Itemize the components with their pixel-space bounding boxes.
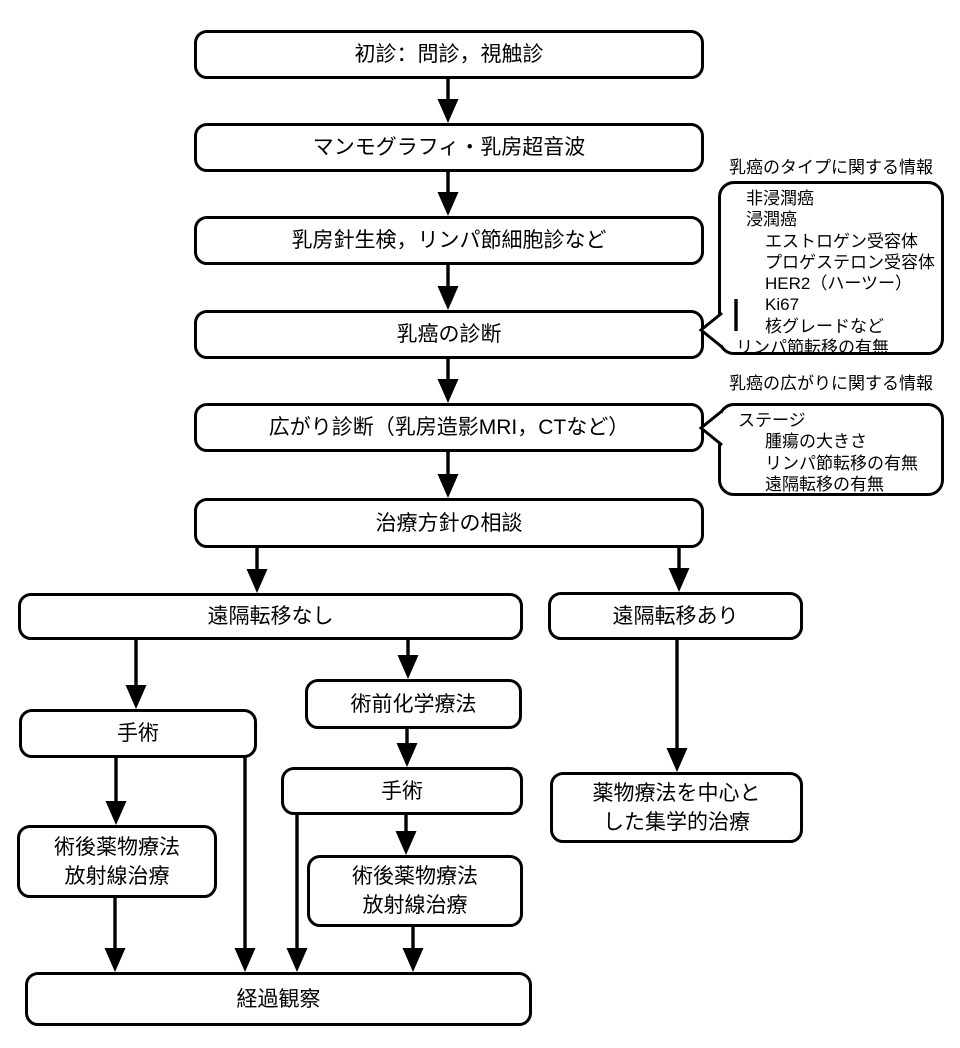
node-cancer-diagnosis: 乳癌の診断 xyxy=(194,310,704,359)
arrow-consultation-to-no-metastasis xyxy=(246,548,268,593)
arrow-surgery-to-postop-left xyxy=(105,758,127,825)
node-distant-metastasis-label: 遠隔転移あり xyxy=(612,604,739,628)
arrow-postop-left-to-followup xyxy=(104,898,126,972)
arrow-surgery-after-chemo-to-followup xyxy=(286,815,308,972)
callout-line: 腫瘍の大きさ xyxy=(765,432,867,452)
node-mammography-ultrasound: マンモグラフィ・乳房超音波 xyxy=(194,123,704,172)
callout-line: 非浸潤癌 xyxy=(746,189,814,208)
callout-line: 遠隔転移の有無 xyxy=(765,474,884,494)
node-preoperative-chemotherapy-label: 術前化学療法 xyxy=(350,692,477,716)
node-needle-biopsy: 乳房針生検，リンパ節細胞診など xyxy=(194,216,704,265)
arrow-imaging-to-biopsy xyxy=(437,172,459,216)
node-distant-metastasis: 遠隔転移あり xyxy=(548,592,803,640)
node-no-distant-metastasis: 遠隔転移なし xyxy=(18,593,523,640)
arrow-spread-to-consultation xyxy=(437,452,459,498)
node-preoperative-chemotherapy: 術前化学療法 xyxy=(305,679,522,729)
arrow-biopsy-to-diagnosis xyxy=(437,265,459,310)
node-follow-up-label: 経過観察 xyxy=(236,987,321,1011)
arrow-consultation-to-metastasis xyxy=(668,548,690,592)
node-surgery-after-chemo: 手術 xyxy=(281,767,523,815)
callout-line: リンパ節転移の有無 xyxy=(736,338,889,358)
node-needle-biopsy-label: 乳房針生検，リンパ節細胞診など xyxy=(291,229,607,252)
callout-line: Ki67 xyxy=(765,295,800,315)
arrow-metastasis-to-multidisciplinary xyxy=(666,640,688,772)
node-postop-therapy-left-label: 術後薬物療法 放射線治療 xyxy=(54,835,180,888)
node-spread-diagnosis: 広がり診断（乳房造影MRI，CTなど） xyxy=(194,403,704,452)
node-spread-diagnosis-label: 広がり診断（乳房造影MRI，CTなど） xyxy=(268,416,630,439)
arrow-preop-chemo-to-surgery xyxy=(396,729,418,767)
node-postop-therapy-right: 術後薬物療法 放射線治療 xyxy=(307,855,523,927)
node-surgery-after-chemo-label: 手術 xyxy=(381,779,423,803)
callout-line: リンパ節転移の有無 xyxy=(765,453,918,473)
node-multidisciplinary-treatment: 薬物療法を中心と した集学的治療 xyxy=(550,772,803,843)
callout-line: 浸潤癌 xyxy=(746,210,797,230)
node-first-visit: 初診：問診，視触診 xyxy=(194,30,704,79)
callout-line: プロゲステロン受容体 xyxy=(765,252,935,272)
callout-spread-box: ステージ 腫瘍の大きさ リンパ節転移の有無 遠隔転移の有無 xyxy=(718,403,944,496)
callout-type-title: 乳癌のタイプに関する情報 xyxy=(729,158,933,177)
node-postop-therapy-right-label: 術後薬物療法 放射線治療 xyxy=(352,865,478,917)
arrow-first-visit-to-imaging xyxy=(437,79,459,123)
callout-line: HER2（ハーツー） xyxy=(765,274,913,294)
node-cancer-diagnosis-label: 乳癌の診断 xyxy=(396,323,502,346)
node-surgery-primary-label: 手術 xyxy=(117,722,159,745)
node-first-visit-label: 初診：問診，視触診 xyxy=(354,43,544,66)
node-surgery-primary: 手術 xyxy=(19,709,257,758)
arrow-no-metastasis-to-preop-chemo xyxy=(397,640,419,679)
node-no-distant-metastasis-label: 遠隔転移なし xyxy=(207,605,334,628)
callout-line: 核グレードなど xyxy=(765,316,884,336)
node-postop-therapy-left: 術後薬物療法 放射線治療 xyxy=(17,825,217,898)
node-multidisciplinary-treatment-label: 薬物療法を中心と した集学的治療 xyxy=(592,781,761,834)
callout-spread-title: 乳癌の広がりに関する情報 xyxy=(729,374,933,393)
node-treatment-consultation-label: 治療方針の相談 xyxy=(375,511,523,535)
callout-line: ステージ xyxy=(738,411,806,430)
callout-type-box: 非浸潤癌 浸潤癌 エストロゲン受容体 プロゲステロン受容体 HER2（ハーツー）… xyxy=(718,181,944,358)
node-follow-up: 経過観察 xyxy=(25,972,532,1026)
node-mammography-ultrasound-label: マンモグラフィ・乳房超音波 xyxy=(312,136,586,159)
arrow-no-metastasis-to-surgery xyxy=(125,640,147,709)
arrow-diagnosis-to-spread xyxy=(437,359,459,403)
arrow-postop-right-to-followup xyxy=(402,927,424,972)
callout-line: エストロゲン受容体 xyxy=(765,231,918,251)
arrow-surgery-primary-to-followup xyxy=(234,758,256,972)
node-treatment-consultation: 治療方針の相談 xyxy=(194,498,704,548)
arrow-surgery-to-postop-right xyxy=(395,815,417,855)
